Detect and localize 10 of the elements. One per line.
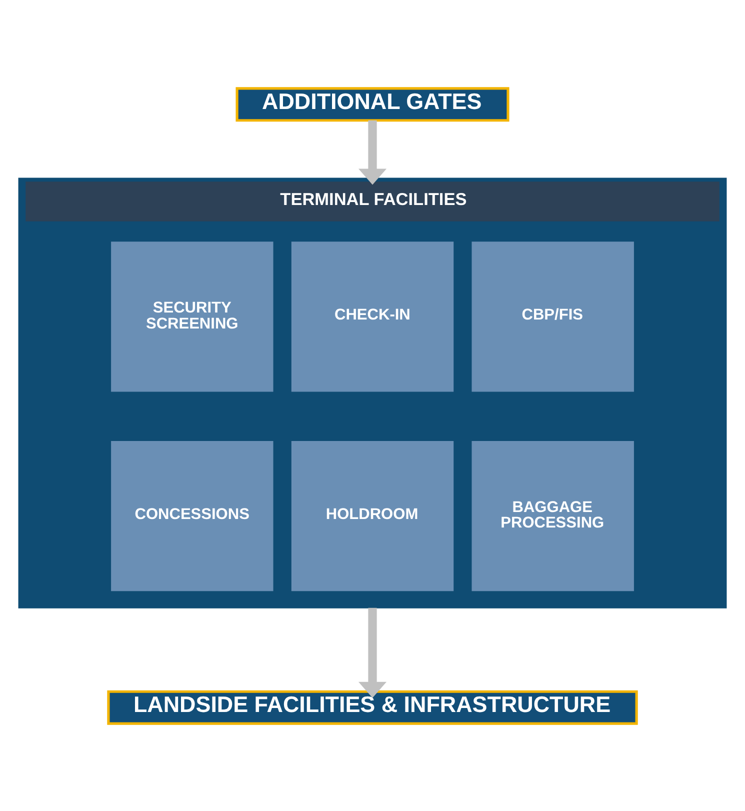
node-box: CONCESSIONS: [111, 440, 274, 591]
node-box: CBP/FIS: [472, 241, 634, 392]
arrow: [358, 120, 387, 184]
node-box: HOLDROOM: [291, 440, 454, 591]
node-box: ADDITIONAL GATES: [236, 86, 510, 122]
node-box: SECURITY SCREENING: [111, 241, 274, 392]
arrow: [358, 607, 387, 698]
node-box: CHECK-IN: [291, 241, 454, 392]
node-box: BAGGAGE PROCESSING: [472, 440, 634, 591]
node-box: LANDSIDE FACILITIES & INFRASTRUCTURE: [107, 690, 638, 724]
